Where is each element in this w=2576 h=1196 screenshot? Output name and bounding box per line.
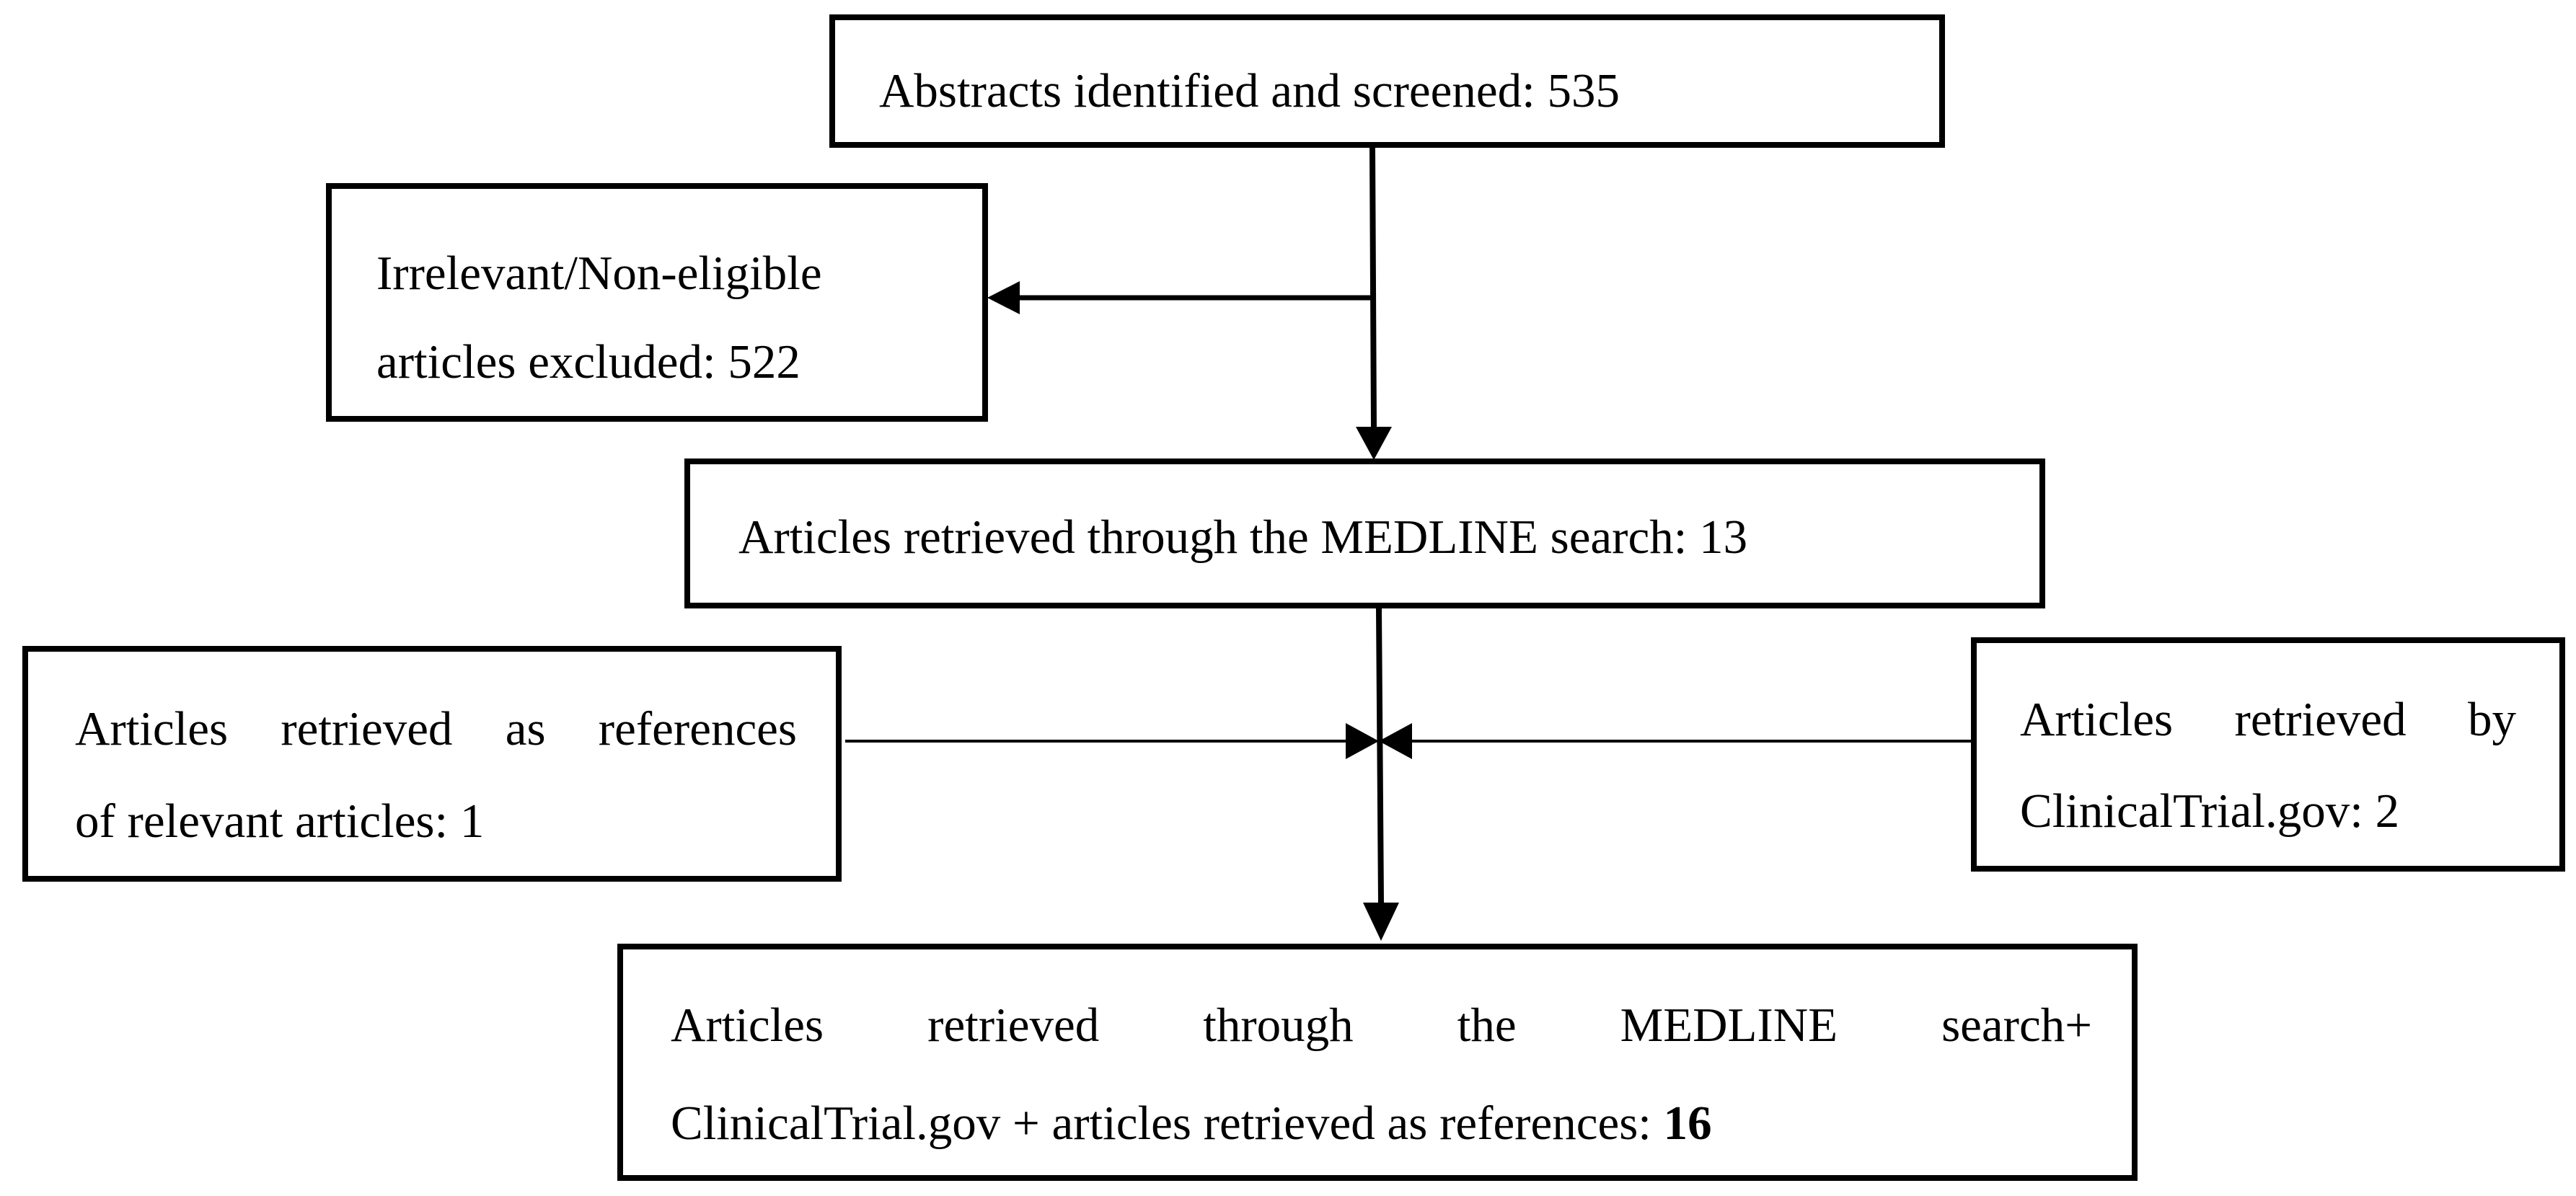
connector-medline-to-total	[1376, 608, 1384, 903]
total-line-1: Articles retrieved through the MEDLINE s…	[671, 998, 2092, 1052]
medline-box: Articles retrieved through the MEDLINE s…	[684, 459, 2045, 608]
connector-screened-to-medline	[1369, 147, 1377, 428]
screened-label: Abstracts identified and screened: 535	[879, 64, 1620, 118]
total-count: 16	[1663, 1097, 1712, 1150]
references-line-1: Articles retrieved as references	[75, 702, 797, 756]
total-line-2: ClinicalTrial.gov + articles retrieved a…	[671, 1099, 1712, 1148]
excluded-box: Irrelevant/Non-eligible articles exclude…	[326, 183, 988, 422]
arrowhead-into-medline	[1356, 427, 1392, 460]
medline-label: Articles retrieved through the MEDLINE s…	[738, 510, 1748, 564]
clinicaltrials-line-2: ClinicalTrial.gov: 2	[2020, 784, 2400, 838]
clinicaltrials-box: Articles retrieved by ClinicalTrial.gov:…	[1971, 637, 2565, 872]
screened-box: Abstracts identified and screened: 535	[829, 14, 1945, 148]
excluded-line-1: Irrelevant/Non-eligible	[376, 247, 822, 300]
arrowhead-into-total	[1363, 903, 1399, 941]
arrowhead-from-clinicaltrials	[1379, 723, 1412, 759]
arrowhead-into-excluded	[987, 281, 1020, 314]
excluded-line-2: articles excluded: 522	[376, 335, 800, 389]
arrowhead-from-references	[1346, 723, 1379, 759]
clinicaltrials-line-1: Articles retrieved by	[2020, 693, 2516, 746]
total-box: Articles retrieved through the MEDLINE s…	[617, 944, 2138, 1181]
references-line-2: of relevant articles: 1	[75, 794, 485, 848]
total-line-2-text: ClinicalTrial.gov + articles retrieved a…	[671, 1097, 1664, 1150]
references-box: Articles retrieved as references of rele…	[22, 646, 842, 882]
